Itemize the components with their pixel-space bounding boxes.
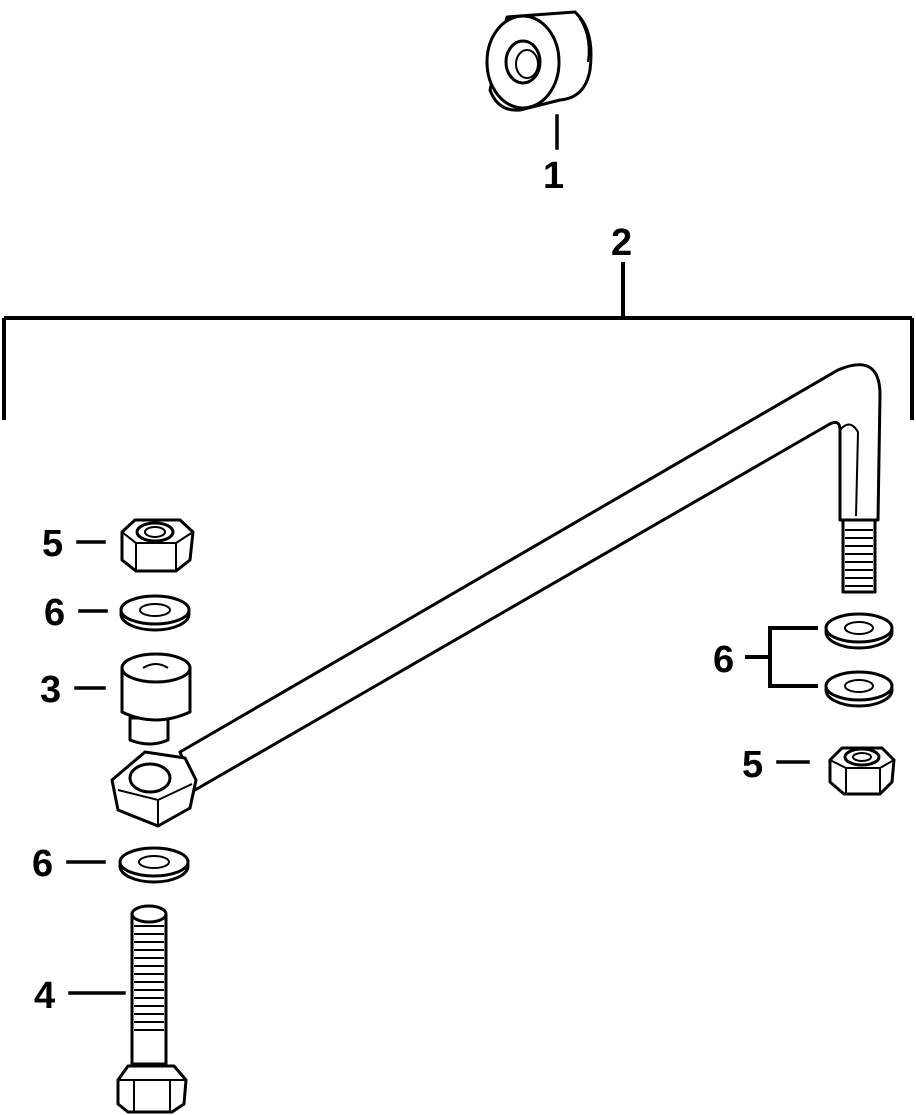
part-3-spacer: [120, 652, 192, 746]
callout-2: 2: [611, 222, 632, 264]
part-4-bolt: [116, 904, 188, 1114]
callout-6-left-top: 6: [44, 592, 65, 634]
callout-5-left: 5: [42, 523, 63, 565]
bracket-2: [2, 262, 914, 420]
part-2-link-rod: [110, 363, 882, 828]
bracket-6-right: [745, 626, 818, 688]
callout-3: 3: [40, 669, 61, 711]
callout-5-right: 5: [742, 744, 763, 786]
part-6-washer-left-bottom: [118, 846, 190, 884]
callout-1: 1: [543, 155, 564, 197]
part-6-washer-left-top: [119, 594, 191, 632]
callout-6-left-bottom: 6: [32, 843, 53, 885]
part-5-nut-right: [828, 746, 896, 796]
part-6-washer-right-bottom: [824, 670, 894, 708]
part-6-washer-right-top: [824, 612, 894, 650]
callout-6-right: 6: [713, 639, 734, 681]
callout-4: 4: [34, 975, 55, 1017]
part-1-bushing: [485, 10, 593, 112]
part-5-nut-left: [120, 518, 195, 573]
